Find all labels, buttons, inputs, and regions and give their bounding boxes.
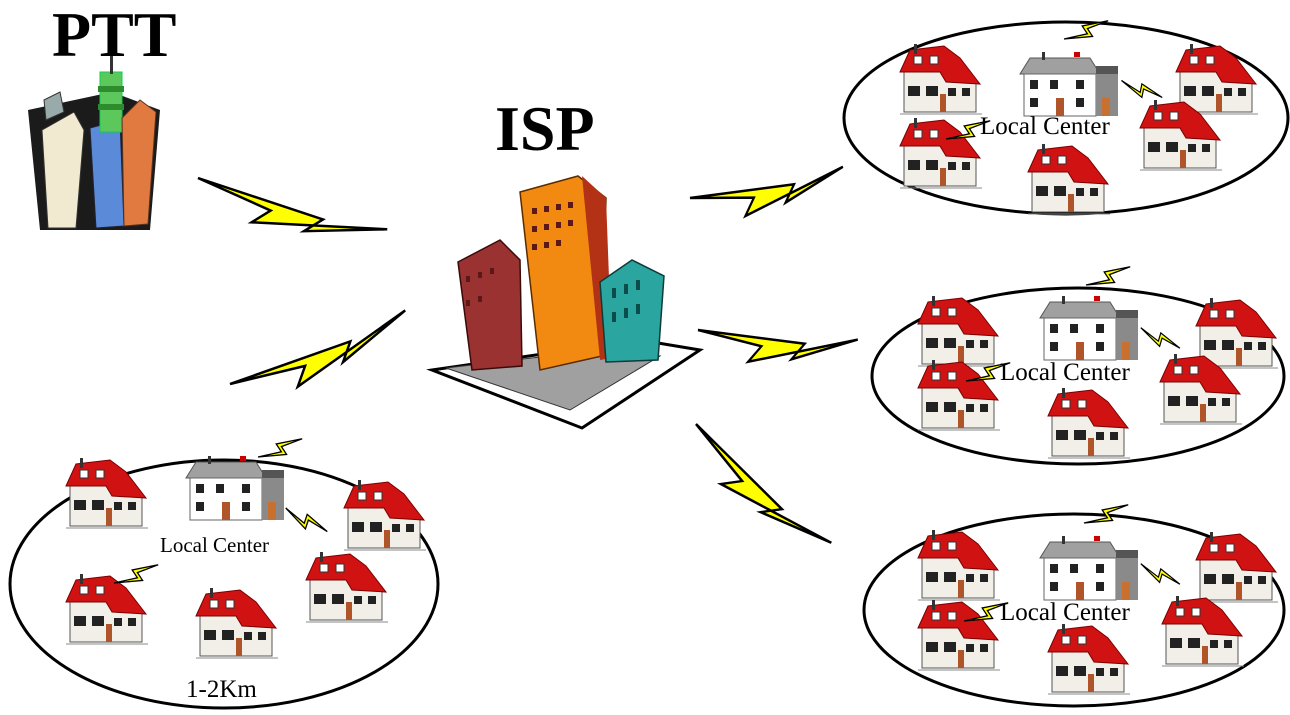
link-isp-cluster-tr [688, 161, 850, 229]
local-center-label: Local Center [1000, 599, 1130, 626]
link-isp-cluster-bl [228, 305, 418, 413]
house-icon [1175, 43, 1259, 115]
local-center-label: Local Center [1000, 359, 1130, 386]
link-isp-cluster-mr [695, 328, 860, 367]
local-center-label: Local Center [160, 533, 269, 557]
cluster-middle-right: Local Center [870, 266, 1286, 466]
house-icon [1195, 531, 1279, 603]
house-icon [65, 457, 149, 529]
local-center-label: Local Center [980, 113, 1110, 140]
spark-icon [1085, 266, 1131, 286]
isp-label: ISP [495, 93, 595, 164]
house-icon [1195, 297, 1279, 369]
spark-icon [257, 438, 303, 458]
cluster-bottom-left: Local Center 1-2Km [8, 438, 440, 710]
link-isp-cluster-br [675, 422, 836, 564]
isp-building-icon [426, 175, 705, 430]
link-ptt-isp [189, 176, 390, 256]
house-icon [343, 479, 427, 551]
cluster-bottom-right: Local Center [862, 504, 1286, 708]
ptt-label: PTT [52, 0, 176, 70]
ptt-city-icon [28, 52, 160, 230]
distance-label: 1-2Km [186, 676, 257, 703]
cluster-top-right: Local Center [842, 20, 1290, 216]
